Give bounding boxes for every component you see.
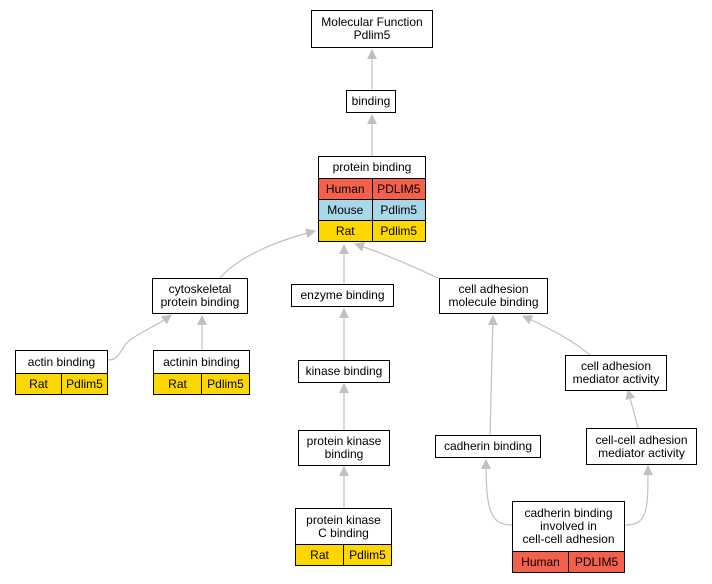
edge-cadherin-cell-cell-to-cell-cell-mediator	[624, 465, 653, 526]
node-label: cell adhesion molecule binding	[448, 282, 539, 309]
annotation-row-rat: Rat Pdlim5	[16, 373, 107, 394]
node-label: actin binding	[27, 354, 96, 369]
edge-mediator-to-cell-adhesion-molecule	[522, 315, 591, 356]
gene-cell: Pdlim5	[371, 200, 426, 220]
node-molecular-function[interactable]: Molecular Function Pdlim5	[311, 10, 433, 48]
node-label: cell adhesion mediator activity	[572, 359, 660, 386]
species-cell: Rat	[310, 548, 329, 562]
node-cell-adhesion-mediator-activity[interactable]: cell adhesion mediator activity	[565, 355, 667, 391]
species-cell: Human	[521, 555, 560, 569]
edge-cell-cell-mediator-to-mediator	[625, 389, 639, 429]
species-cell: Rat	[29, 377, 48, 391]
node-actinin-binding[interactable]: actinin binding Rat Pdlim5	[153, 350, 250, 395]
node-label: cadherin binding	[443, 439, 533, 453]
node-enzyme-binding[interactable]: enzyme binding	[291, 284, 394, 307]
gene-cell: Pdlim5	[371, 221, 426, 241]
node-protein-kinase-c-binding[interactable]: protein kinase C binding Rat Pdlim5	[295, 508, 392, 566]
node-cadherin-binding[interactable]: cadherin binding	[435, 435, 541, 458]
node-label: enzyme binding	[300, 288, 385, 302]
node-cadherin-binding-cell-cell-adhesion[interactable]: cadherin binding involved in cell-cell a…	[512, 501, 625, 573]
annotation-row-human: Human PDLIM5	[513, 551, 624, 572]
annotation-row-mouse: Mouse Pdlim5	[319, 199, 425, 220]
node-cytoskeletal-protein-binding[interactable]: cytoskeletal protein binding	[152, 278, 248, 314]
species-cell: Rat	[335, 224, 355, 238]
edge-actin-to-cytoskeletal	[107, 314, 172, 361]
node-label: Molecular Function Pdlim5	[321, 15, 423, 42]
species-cell: Rat	[168, 377, 187, 391]
annotation-row-human: Human PDLIM5	[319, 178, 425, 199]
gene-cell: PDLIM5	[371, 179, 426, 199]
node-label: actinin binding	[163, 354, 240, 369]
node-label: protein kinase C binding	[306, 512, 381, 540]
annotation-row-rat: Rat Pdlim5	[296, 544, 391, 565]
node-protein-kinase-binding[interactable]: protein kinase binding	[298, 430, 390, 466]
node-label: cytoskeletal protein binding	[160, 282, 240, 309]
node-kinase-binding[interactable]: kinase binding	[298, 360, 390, 383]
node-actin-binding[interactable]: actin binding Rat Pdlim5	[15, 350, 108, 395]
edge-cadherin-cell-cell-to-cadherin	[481, 459, 513, 526]
node-protein-binding[interactable]: protein binding Human PDLIM5 Mouse Pdlim…	[318, 156, 426, 242]
node-label: cadherin binding involved in cell-cell a…	[522, 506, 615, 546]
node-binding[interactable]: binding	[346, 90, 396, 113]
gene-cell: Pdlim5	[61, 374, 107, 394]
edge-cytoskeletal-to-protein-binding	[219, 228, 316, 279]
species-cell: Human	[325, 182, 365, 196]
gene-cell: PDLIM5	[568, 552, 624, 572]
node-label: binding	[351, 94, 391, 108]
node-label: protein binding	[332, 160, 412, 174]
edge-cadherin-to-cell-adhesion-molecule	[487, 315, 498, 436]
gene-cell: Pdlim5	[201, 374, 249, 394]
node-label: cell-cell adhesion mediator activity	[595, 432, 688, 460]
node-label: protein kinase binding	[306, 434, 382, 461]
node-cell-cell-adhesion-mediator-activity[interactable]: cell-cell adhesion mediator activity	[586, 428, 697, 465]
gene-cell: Pdlim5	[343, 545, 391, 565]
edge-cell-adhesion-molecule-to-protein-binding	[354, 241, 439, 279]
annotation-row-rat: Rat Pdlim5	[154, 373, 249, 394]
annotation-row-rat: Rat Pdlim5	[319, 220, 425, 241]
node-label: kinase binding	[305, 364, 383, 378]
species-cell: Mouse	[327, 203, 364, 217]
node-cell-adhesion-molecule-binding[interactable]: cell adhesion molecule binding	[439, 278, 548, 314]
